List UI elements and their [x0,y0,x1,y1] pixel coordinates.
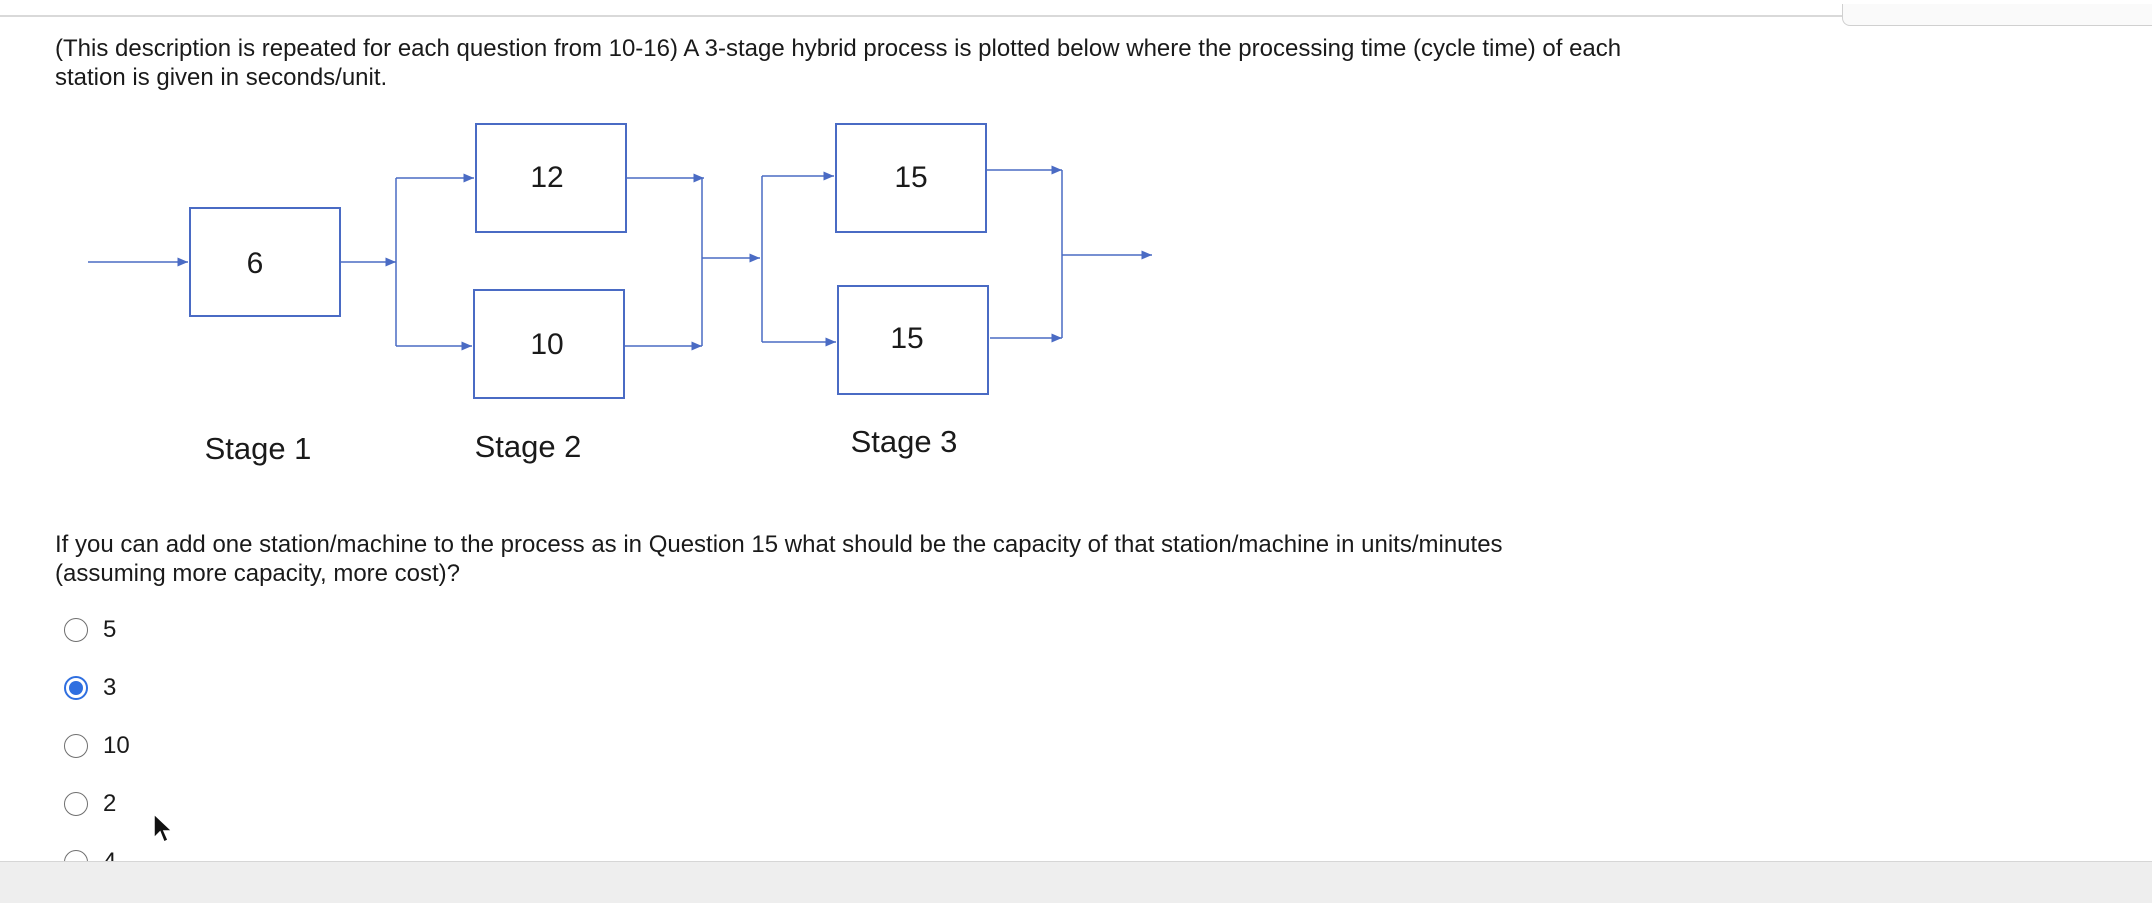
station-stage2-bottom [473,289,625,399]
stage-2-label: Stage 2 [475,429,582,464]
option-radio[interactable] [64,792,88,816]
option-5[interactable]: 5 [64,616,116,644]
station-stage1 [189,207,341,317]
option-10[interactable]: 10 [64,732,130,760]
option-label: 5 [103,616,117,643]
bottom-toolbar [0,861,2152,903]
station-stage1-time: 6 [247,247,264,280]
option-radio[interactable] [64,734,88,758]
station-stage2-top [475,123,627,233]
station-stage3-bottom-time: 15 [890,322,923,355]
stage-1-label: Stage 1 [205,431,312,466]
top-right-tab [1842,4,2152,26]
stage-3-label: Stage 3 [851,424,958,459]
question-description: (This description is repeated for each q… [55,35,1622,91]
option-radio-selected[interactable] [64,676,88,700]
question-prompt: If you can add one station/machine to th… [55,531,1503,587]
option-3[interactable]: 3 [64,674,116,702]
mouse-cursor-icon [153,812,174,844]
option-label: 2 [103,790,117,817]
station-stage3-bottom [837,285,989,395]
option-label: 3 [103,674,117,701]
station-stage3-top-time: 15 [894,161,927,194]
station-stage3-top [835,123,987,233]
station-stage2-top-time: 12 [530,161,563,194]
option-2[interactable]: 2 [64,790,116,818]
process-diagram: 6 12 10 15 15 Stage 1 Stage 2 Stage 3 [88,123,1152,466]
top-divider [0,15,2152,17]
option-radio[interactable] [64,618,88,642]
option-label: 10 [103,732,130,759]
station-stage2-bottom-time: 10 [530,328,563,361]
